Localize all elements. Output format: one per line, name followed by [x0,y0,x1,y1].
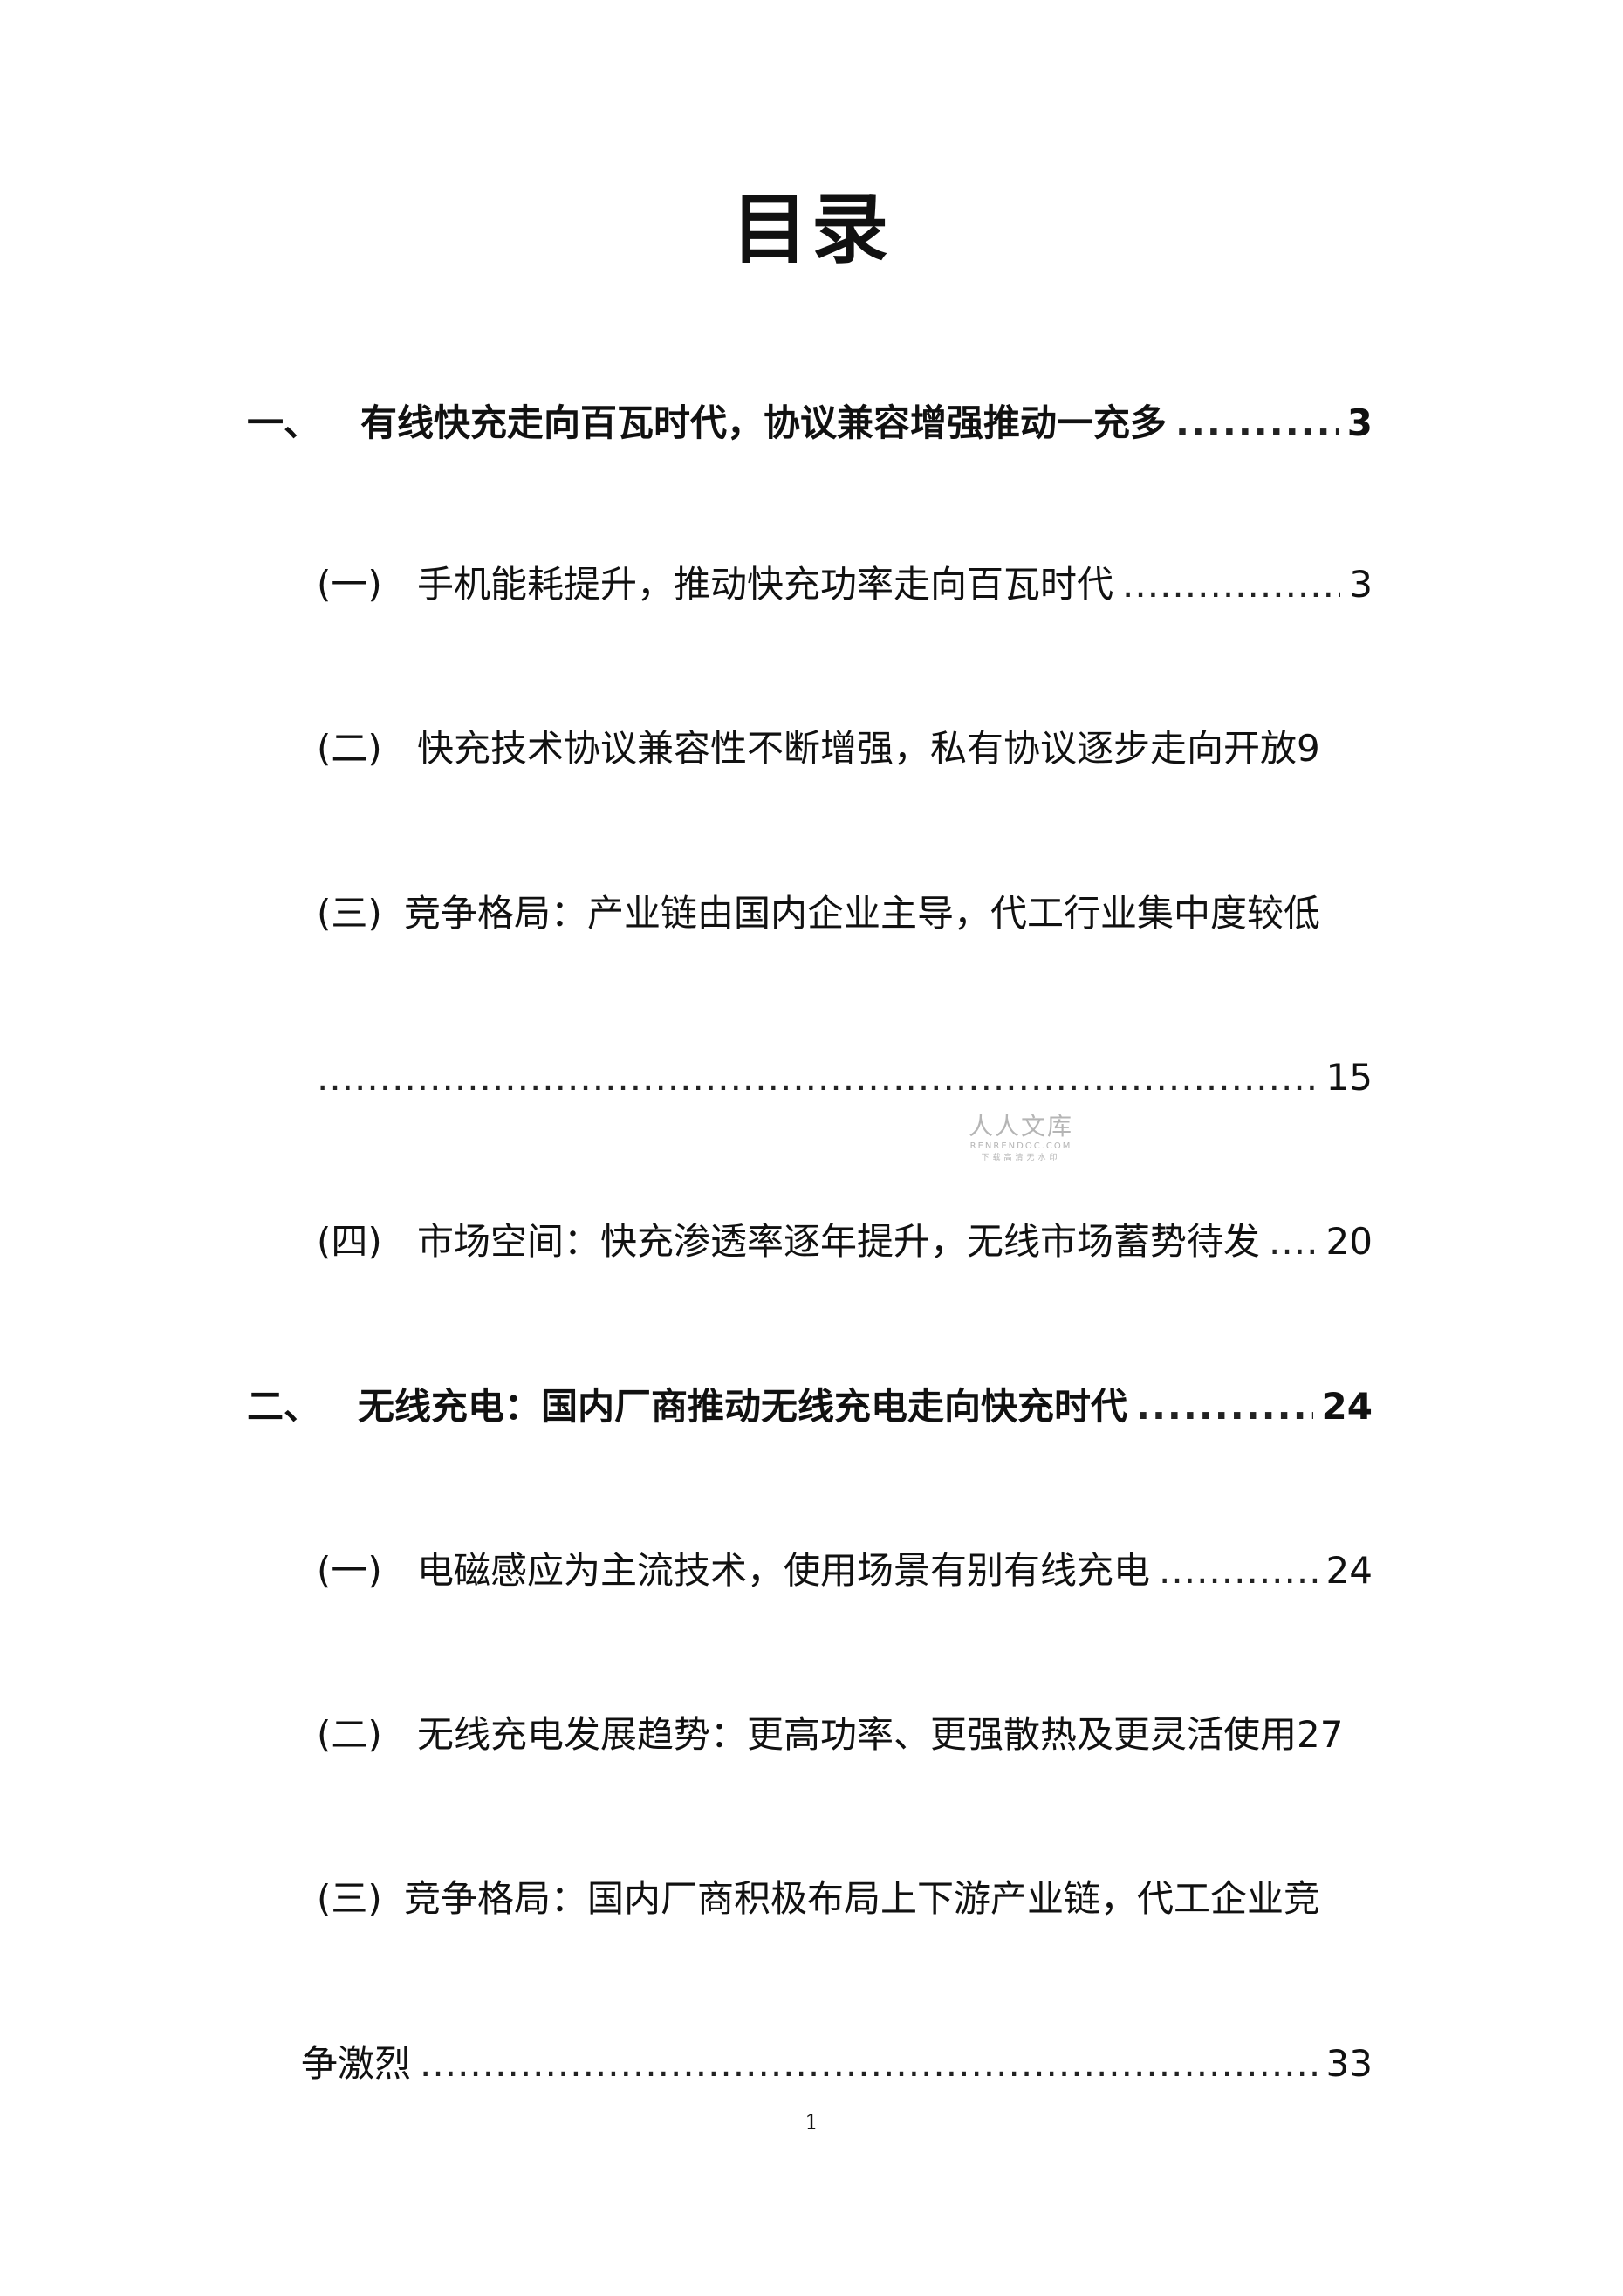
toc-entry-2[interactable]: (一) 手机能耗提升，推动快充功率走向百瓦时代 3 [317,559,1373,611]
toc-leader-dots [1269,1216,1318,1268]
toc-marker: (一) [317,563,382,606]
watermark-url: RENRENDOC.COM [969,1141,1072,1151]
toc-page-number: 3 [1349,563,1373,606]
toc-page-number: 3 [1346,401,1373,444]
toc-text: 电磁感应为主流技术，使用场景有别有线充电 [417,1549,1151,1592]
toc-text: 竞争格局：产业链由国内企业主导，代工行业集中度较低 [404,892,1321,935]
toc-marker: (一) [317,1549,382,1592]
toc-page-number: 24 [1325,1549,1373,1592]
toc-entry-8[interactable]: (二) 无线充电发展趋势：更高功率、更强散热及更灵活使用 27 [317,1709,1469,1761]
toc-leader-dots [1159,1545,1318,1597]
toc-marker: 一、 [247,401,321,444]
toc-page-number: 33 [1325,2042,1373,2085]
toc-marker: (三) [317,1877,382,1920]
toc-entry-4[interactable]: (三) 竞争格局：产业链由国内企业主导，代工行业集中度较低 [317,888,1451,940]
toc-entry-4-continuation[interactable]: 15 [317,1052,1373,1104]
toc-page-number: 9 [1297,727,1320,770]
toc-text: 市场空间：快充渗透率逐年提升，无线市场蓄势待发 [417,1220,1261,1263]
toc-text: 快充技术协议兼容性不断增强，私有协议逐步走向开放 [417,727,1298,770]
toc-text: 无线充电发展趋势：更高功率、更强散热及更灵活使用 [417,1713,1298,1756]
toc-entry-9[interactable]: (三) 竞争格局：国内厂商积极布局上下游产业链，代工企业竞 [317,1873,1451,1925]
toc-marker: (二) [317,1713,382,1756]
footer-page-number: 1 [805,2110,818,2135]
toc-marker: (四) [317,1220,382,1263]
toc-page-number: 27 [1297,1713,1344,1756]
toc-leader-dots [1175,397,1339,449]
toc-entry-5[interactable]: (四) 市场空间：快充渗透率逐年提升，无线市场蓄势待发 20 [317,1216,1373,1268]
toc-entry-6[interactable]: 二、 无线充电：国内厂商推动无线充电走向快充时代 24 [247,1381,1373,1433]
watermark-logo: 人人文库 RENRENDOC.COM 下载高清无水印 [964,1113,1078,1163]
toc-text: 手机能耗提升，推动快充功率走向百瓦时代 [417,563,1114,606]
toc-entry-7[interactable]: (一) 电磁感应为主流技术，使用场景有别有线充电 24 [317,1545,1373,1597]
toc-page-number: 20 [1325,1220,1373,1263]
toc-entry-3[interactable]: (二) 快充技术协议兼容性不断增强，私有协议逐步走向开放 9 [317,723,1451,775]
toc-marker: (二) [317,727,382,770]
toc-entry-9-continuation[interactable]: 争激烈 33 [301,2038,1373,2090]
toc-text: 无线充电：国内厂商推动无线充电走向快充时代 [358,1385,1128,1428]
toc-leader-dots [1122,559,1340,611]
watermark-main: 人人文库 [968,1112,1073,1141]
toc-text: 竞争格局：国内厂商积极布局上下游产业链，代工企业竞 [404,1877,1321,1920]
toc-leader-dots [317,1052,1318,1104]
toc-text: 有线快充走向百瓦时代，协议兼容增强推动一充多 [360,401,1168,444]
toc-leader-dots [420,2038,1318,2090]
toc-text-continuation: 争激烈 [301,2042,412,2085]
toc-marker: 二、 [247,1385,321,1428]
toc-entry-1[interactable]: 一、 有线快充走向百瓦时代，协议兼容增强推动一充多 3 [247,397,1373,449]
toc-marker: (三) [317,892,382,935]
toc-page-number: 24 [1321,1385,1373,1428]
toc-leader-dots [1136,1381,1313,1433]
page-title: 目录 [730,184,892,274]
toc-page-number: 15 [1325,1056,1373,1099]
watermark-sub: 下载高清无水印 [981,1154,1061,1162]
